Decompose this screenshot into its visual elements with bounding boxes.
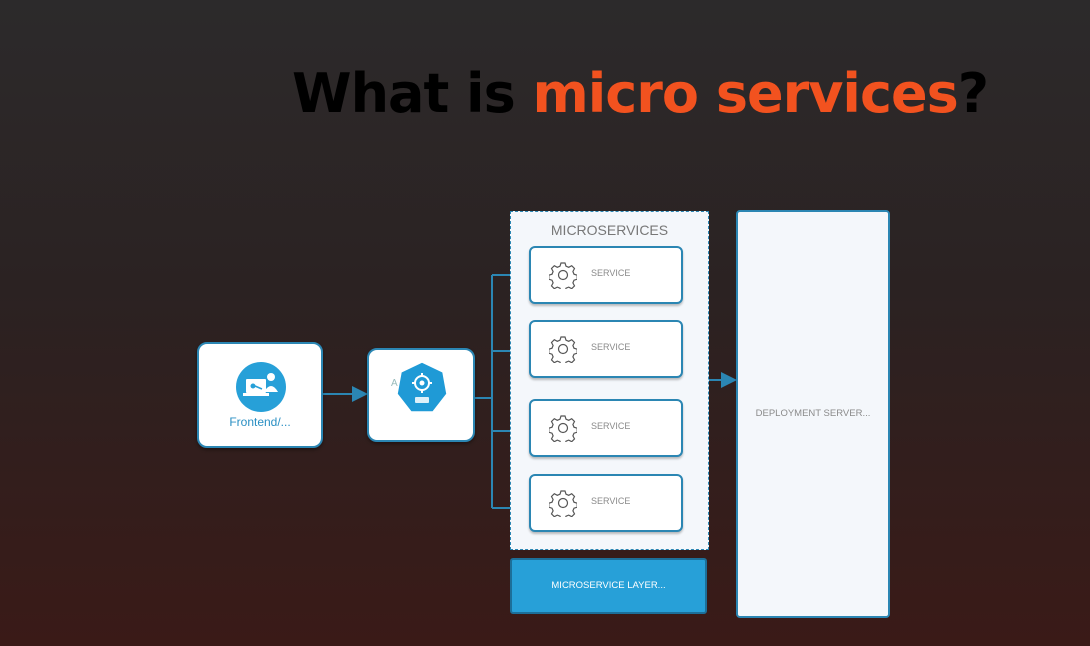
gateway-label: A	[391, 378, 398, 389]
service-label: SERVICE	[591, 268, 631, 278]
gear-icon	[549, 262, 577, 289]
frontend-node[interactable]: Frontend/...	[197, 342, 323, 448]
service-label: SERVICE	[591, 342, 631, 352]
title-prefix: What is	[292, 62, 533, 125]
gear-icon	[549, 336, 577, 363]
service-box-4[interactable]: SERVICE	[529, 474, 683, 532]
gear-icon	[549, 415, 577, 442]
service-label: SERVICE	[591, 496, 631, 506]
microservices-group: MICROSERVICES SERVICE SERVICE SERVICE SE…	[510, 211, 709, 550]
title-accent: micro services	[532, 62, 959, 125]
developer-laptop-icon	[236, 362, 286, 412]
frontend-label: Frontend/...	[229, 415, 291, 429]
microservices-title: MICROSERVICES	[550, 222, 669, 238]
gear-icon	[549, 490, 577, 517]
service-box-2[interactable]: SERVICE	[529, 320, 683, 378]
service-box-1[interactable]: SERVICE	[529, 246, 683, 304]
title-suffix: ?	[957, 62, 989, 125]
kubernetes-api-icon	[396, 361, 448, 413]
api-gateway-node[interactable]: A	[367, 348, 475, 442]
deployment-server-box[interactable]: DEPLOYMENT SERVER...	[736, 210, 890, 618]
microservice-layer-box[interactable]: MICROSERVICE LAYER...	[510, 558, 707, 614]
service-label: SERVICE	[591, 421, 631, 431]
page-title: What is micro services?	[292, 62, 992, 125]
service-box-3[interactable]: SERVICE	[529, 399, 683, 457]
deployment-server-label: DEPLOYMENT SERVER...	[755, 408, 871, 419]
microservice-layer-label: MICROSERVICE LAYER...	[551, 580, 666, 591]
